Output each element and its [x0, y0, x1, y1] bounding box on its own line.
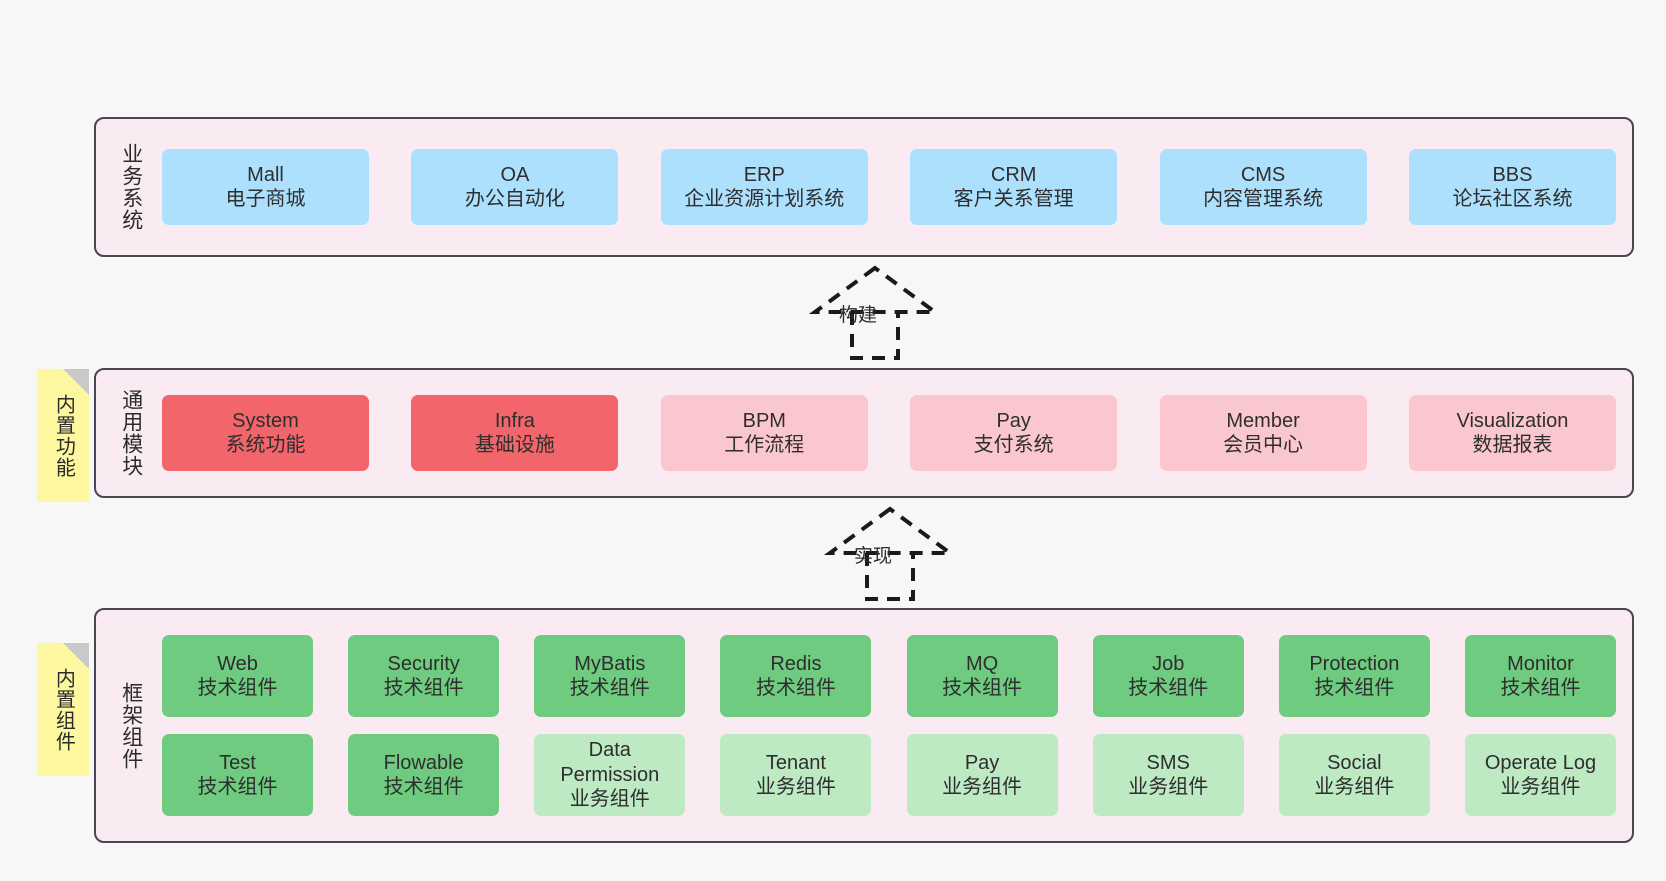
- card-monitor[interactable]: Monitor 技术组件: [1464, 635, 1616, 717]
- sticky-note-builtin-components: 内置组件: [37, 643, 89, 776]
- connector-label-build: 构建: [839, 305, 878, 326]
- card-security[interactable]: Security 技术组件: [348, 635, 500, 717]
- card-mybatis[interactable]: MyBatis 技术组件: [534, 635, 686, 717]
- connector-implement: 实现: [810, 503, 970, 601]
- card-bpm[interactable]: BPM 工作流程: [660, 395, 868, 471]
- card-oa[interactable]: OA 办公自动化: [411, 149, 619, 225]
- sticky-note-label-builtin-features: 内置功能: [52, 393, 75, 478]
- card-system[interactable]: System 系统功能: [162, 395, 369, 471]
- card-crm[interactable]: CRM 客户关系管理: [910, 149, 1118, 225]
- connector-build: 构建: [795, 262, 955, 360]
- layer-common-modules: 通用模块 System 系统功能 Infra 基础设施 BPM 工作流程 Pay…: [94, 368, 1634, 498]
- card-bbs[interactable]: BBS 论坛社区系统: [1408, 149, 1616, 225]
- note-fold-icon: [63, 643, 89, 669]
- card-member[interactable]: Member 会员中心: [1159, 395, 1367, 471]
- layer-body-business-systems: Mall 电子商城 OA 办公自动化 ERP 企业资源计划系统 CRM 客户关系…: [154, 119, 1632, 255]
- card-row-business: Test 技术组件 Flowable 技术组件 Data Permission …: [162, 734, 1616, 816]
- layer-body-framework-components: Web 技术组件 Security 技术组件 MyBatis 技术组件 Redi…: [154, 610, 1632, 841]
- connector-label-implement: 实现: [854, 546, 893, 567]
- card-row-technical: Web 技术组件 Security 技术组件 MyBatis 技术组件 Redi…: [162, 635, 1616, 717]
- card-test[interactable]: Test 技术组件: [162, 734, 313, 816]
- card-pay-business[interactable]: Pay 业务组件: [906, 734, 1058, 816]
- card-mall[interactable]: Mall 电子商城: [162, 149, 369, 225]
- layer-business-systems: 业务系统 Mall 电子商城 OA 办公自动化 ERP 企业资源计划系统 CRM…: [94, 117, 1634, 257]
- card-job[interactable]: Job 技术组件: [1092, 635, 1244, 717]
- card-cms[interactable]: CMS 内容管理系统: [1159, 149, 1367, 225]
- card-social[interactable]: Social 业务组件: [1278, 734, 1430, 816]
- card-mq[interactable]: MQ 技术组件: [906, 635, 1058, 717]
- card-data-permission[interactable]: Data Permission 业务组件: [534, 734, 686, 816]
- generalization-arrow-icon: [808, 265, 942, 360]
- layer-framework-components: 框架组件 Web 技术组件 Security 技术组件 MyBatis 技术组件…: [94, 608, 1634, 843]
- card-protection[interactable]: Protection 技术组件: [1278, 635, 1430, 717]
- card-visualization[interactable]: Visualization 数据报表: [1408, 395, 1616, 471]
- note-fold-icon: [63, 369, 89, 395]
- card-operate-log[interactable]: Operate Log 业务组件: [1464, 734, 1616, 816]
- card-redis[interactable]: Redis 技术组件: [720, 635, 872, 717]
- card-erp[interactable]: ERP 企业资源计划系统: [660, 149, 868, 225]
- card-infra[interactable]: Infra 基础设施: [411, 395, 619, 471]
- layer-title-framework-components: 框架组件: [119, 681, 143, 770]
- card-pay[interactable]: Pay 支付系统: [910, 395, 1118, 471]
- layer-title-business-systems: 业务系统: [119, 143, 143, 231]
- generalization-arrow-icon: [823, 506, 957, 601]
- card-row: Mall 电子商城 OA 办公自动化 ERP 企业资源计划系统 CRM 客户关系…: [162, 149, 1616, 225]
- card-flowable[interactable]: Flowable 技术组件: [348, 734, 500, 816]
- layer-body-common-modules: System 系统功能 Infra 基础设施 BPM 工作流程 Pay 支付系统…: [154, 370, 1632, 496]
- layer-title-common-modules: 通用模块: [119, 389, 143, 477]
- card-web[interactable]: Web 技术组件: [162, 635, 313, 717]
- card-sms[interactable]: SMS 业务组件: [1092, 734, 1244, 816]
- card-row: System 系统功能 Infra 基础设施 BPM 工作流程 Pay 支付系统…: [162, 395, 1616, 471]
- sticky-note-label-builtin-components: 内置组件: [52, 667, 75, 752]
- card-tenant[interactable]: Tenant 业务组件: [720, 734, 872, 816]
- sticky-note-builtin-features: 内置功能: [37, 369, 89, 502]
